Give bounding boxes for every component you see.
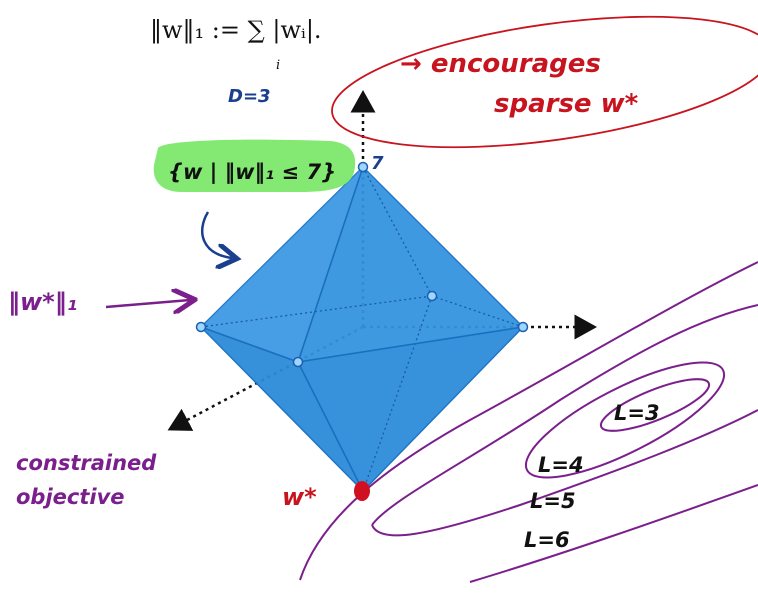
contour-curve (299, 261, 758, 581)
constraint-set-label: {w | ‖w‖₁ ≤ 7} (168, 160, 336, 185)
norm-label: ‖w*‖₁ (8, 288, 77, 316)
constraint-highlight (153, 139, 356, 192)
label-arrow (200, 211, 232, 258)
norm-arrow (105, 300, 190, 307)
vertex-top (357, 161, 369, 173)
front-face (298, 167, 523, 362)
contour-ellipse (599, 378, 711, 432)
contour-label-4: L=4 (538, 453, 584, 477)
sparse-note-ellipse (331, 15, 758, 149)
contour-label-5: L=5 (530, 489, 576, 513)
constrained-note-line1: constrained (16, 451, 157, 475)
front-face (201, 167, 363, 362)
contour-curve (371, 409, 758, 537)
l1-norm-formula: ‖w‖₁ := ∑ |wᵢ|. i (150, 10, 380, 73)
contour-label-3: L=3 (614, 401, 660, 425)
front-edge (297, 326, 524, 363)
vertex-right (517, 321, 529, 333)
dimension-note: D=3 (228, 86, 271, 107)
vertex-back (426, 290, 438, 302)
optimum-label: w* (282, 483, 317, 511)
vertex-left (195, 321, 207, 333)
hidden-edge (431, 295, 524, 328)
sparse-note-line1: → encourages (400, 49, 601, 79)
front-edge (200, 326, 299, 363)
l1-ball-octahedron (195, 161, 529, 501)
front-face (201, 327, 363, 491)
constrained-note-line2: objective (16, 485, 125, 509)
front-edge (297, 361, 364, 492)
hidden-edge (200, 295, 433, 328)
contour-label-6: L=6 (524, 528, 570, 552)
formula-text: ‖w‖₁ := ∑ |wᵢ|. (150, 16, 322, 44)
objective-contours (299, 261, 758, 583)
front-face (298, 327, 523, 491)
sparse-note-line2: sparse w* (494, 89, 639, 119)
front-edge (297, 166, 364, 363)
vertex-front (292, 356, 304, 368)
optimum-point (354, 481, 370, 501)
formula-sum-index: i (276, 58, 281, 73)
contour-curve (469, 484, 758, 583)
vertex-label: 7 (371, 153, 384, 174)
hidden-edge (362, 166, 433, 297)
contour-ellipse (524, 361, 726, 479)
contour-curve (371, 304, 758, 526)
